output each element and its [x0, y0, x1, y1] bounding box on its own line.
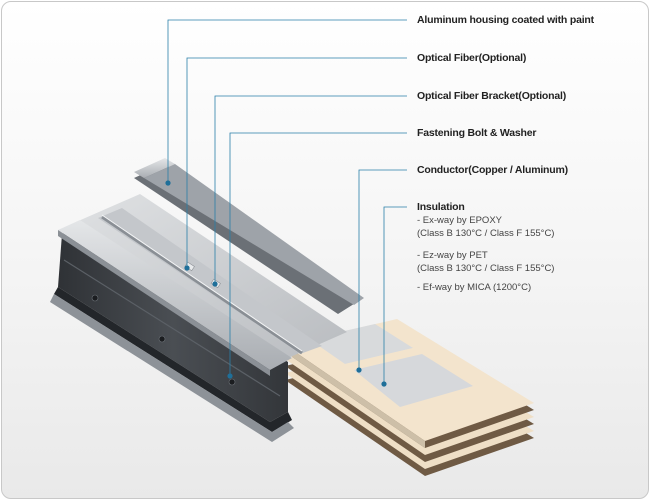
label-conductor: Conductor(Copper / Aluminum) [417, 164, 568, 176]
label-housing: Aluminum housing coated with paint [417, 14, 594, 26]
label-insulation: Insulation [417, 201, 465, 213]
housing-top [76, 194, 347, 358]
label-optical-fiber: Optical Fiber(Optional) [417, 52, 527, 64]
conductor-stack [285, 319, 534, 476]
housing-back [134, 158, 364, 314]
housing-front [50, 220, 294, 442]
label-bolt-washer: Fastening Bolt & Washer [417, 127, 537, 139]
leader-dots [165, 180, 387, 387]
insulation-item-name: - Ex-way by EPOXY [417, 215, 502, 226]
label-fiber-bracket: Optical Fiber Bracket(Optional) [417, 90, 566, 102]
insulation-item-name: - Ez-way by PET [417, 250, 488, 261]
insulation-item-detail: (Class B 130°C / Class F 155°C) [417, 263, 555, 274]
insulation-item-name: - Ef-way by MICA (1200°C) [417, 282, 532, 293]
leader-lines [167, 19, 407, 384]
insulation-item-detail: (Class B 130°C / Class F 155°C) [417, 228, 555, 239]
